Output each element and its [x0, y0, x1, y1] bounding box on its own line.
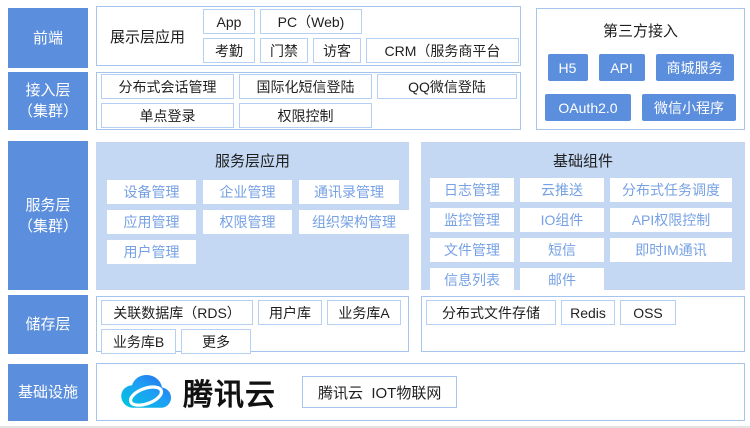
- component-box: 文件管理: [430, 238, 514, 262]
- third-party-row2: OAuth2.0 微信小程序: [545, 94, 736, 121]
- service-apps-row1: 设备管理企业管理通讯录管理: [107, 180, 409, 204]
- service-module-box: 组织架构管理: [299, 210, 409, 234]
- base-components-row4: 信息列表邮件: [430, 268, 745, 292]
- component-box: 邮件: [520, 268, 604, 292]
- component-box: 日志管理: [430, 178, 514, 202]
- access-feature-box: 单点登录: [101, 103, 234, 128]
- third-party-chip: 商城服务: [655, 54, 734, 81]
- base-components-row1: 日志管理云推送分布式任务调度: [430, 178, 745, 202]
- tencent-cloud-brand-text: 腾讯云: [183, 379, 276, 412]
- storage-box: Redis: [561, 300, 615, 325]
- component-box: IO组件: [520, 208, 604, 232]
- component-box: 短信: [520, 238, 604, 262]
- frontend-app-box: 考勤: [203, 38, 255, 63]
- service-module-box: 应用管理: [107, 210, 196, 234]
- storage-box: 更多: [181, 329, 251, 354]
- component-box: 信息列表: [430, 268, 514, 292]
- layer-label-service: 服务层 （集群）: [8, 141, 88, 290]
- frontend-app-box: CRM（服务商平台: [366, 38, 519, 63]
- third-party-row1: H5 API 商城服务: [547, 54, 734, 81]
- access-feature-box: 权限控制: [239, 103, 372, 128]
- frontend-app-box: 门禁: [260, 38, 308, 63]
- base-components-title: 基础组件: [552, 153, 613, 170]
- service-apps-row3: 用户管理: [107, 240, 409, 264]
- service-apps-panel: 服务层应用 设备管理企业管理通讯录管理 应用管理权限管理组织架构管理 用户管理: [96, 142, 409, 290]
- access-feature-box: 分布式会话管理: [101, 74, 234, 99]
- layer-label-infrastructure: 基础设施: [8, 364, 88, 421]
- component-box: API权限控制: [610, 208, 732, 232]
- third-party-chip: OAuth2.0: [545, 94, 631, 121]
- storage-box: 用户库: [258, 300, 322, 325]
- base-components-row3: 文件管理短信即时IM通讯: [430, 238, 745, 262]
- layer-label-storage: 储存层: [8, 295, 88, 354]
- storage-db-row1: 关联数据库（RDS）用户库业务库A: [101, 300, 408, 325]
- access-feature-box: QQ微信登陆: [377, 74, 517, 99]
- storage-box: 分布式文件存储: [426, 300, 556, 325]
- component-box: 即时IM通讯: [610, 238, 732, 262]
- service-module-box: 用户管理: [107, 240, 196, 264]
- tencent-cloud-icon: [119, 372, 173, 413]
- access-row2: 单点登录权限控制: [101, 103, 520, 128]
- service-module-box: 权限管理: [203, 210, 292, 234]
- storage-box: 业务库B: [101, 329, 176, 354]
- component-box: 监控管理: [430, 208, 514, 232]
- service-apps-title: 服务层应用: [214, 153, 290, 170]
- service-module-box: 企业管理: [203, 180, 292, 204]
- third-party-chip: API: [598, 54, 645, 81]
- frontend-app-box: App: [203, 9, 255, 34]
- storage-box: 关联数据库（RDS）: [101, 300, 253, 325]
- frontend-app-box: 访客: [313, 38, 361, 63]
- service-apps-row2: 应用管理权限管理组织架构管理: [107, 210, 409, 234]
- infrastructure-box: 腾讯云 腾讯云 IOT物联网: [96, 363, 745, 421]
- third-party-title: 第三方接入: [602, 23, 678, 40]
- third-party-box: 第三方接入 H5 API 商城服务 OAuth2.0 微信小程序: [536, 8, 745, 130]
- third-party-chip: H5: [547, 54, 588, 81]
- service-module-box: 通讯录管理: [299, 180, 399, 204]
- storage-box: 业务库A: [327, 300, 401, 325]
- storage-box: OSS: [620, 300, 676, 325]
- access-feature-box: 国际化短信登陆: [239, 74, 372, 99]
- frontend-app-box: PC（Web): [260, 9, 362, 34]
- third-party-chip: 微信小程序: [642, 94, 736, 121]
- iot-platform-box: 腾讯云 IOT物联网: [302, 376, 458, 408]
- layer-label-access: 接入层 （集群）: [8, 72, 88, 130]
- frontend-title: 展示层应用: [110, 28, 186, 46]
- layer-label-frontend: 前端: [8, 8, 88, 68]
- service-module-box: 设备管理: [107, 180, 196, 204]
- component-box: 分布式任务调度: [610, 178, 732, 202]
- bottom-divider: [0, 426, 750, 428]
- component-box: 云推送: [520, 178, 604, 202]
